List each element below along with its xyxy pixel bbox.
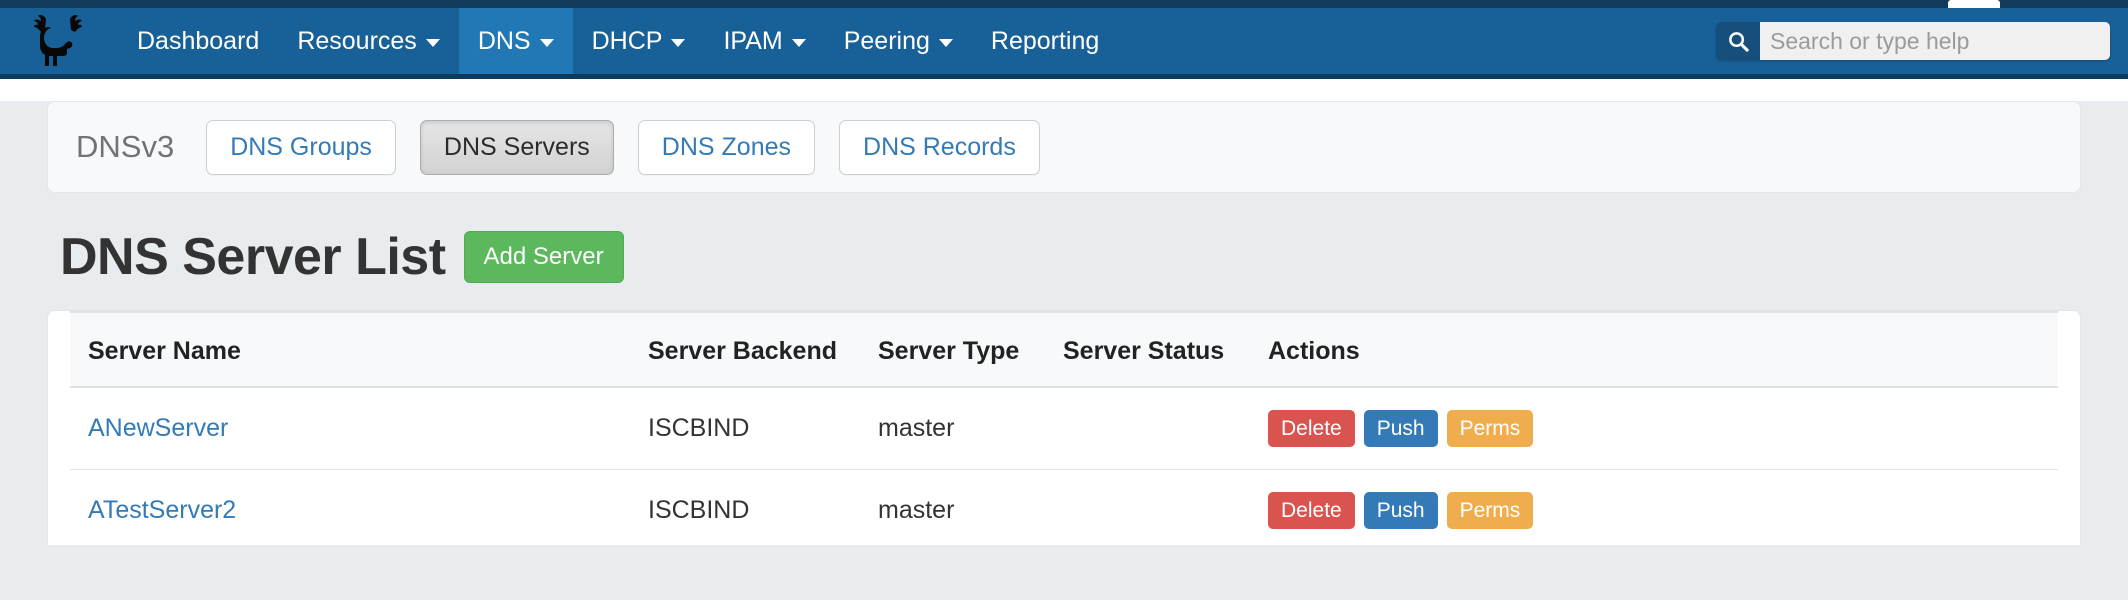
nav-item-resources[interactable]: Resources (278, 8, 459, 74)
cell-server-name: ATestServer2 (70, 469, 648, 545)
column-header-server-type: Server Type (878, 311, 1063, 388)
table-head: Server Name Server Backend Server Type S… (70, 311, 2058, 388)
cell-actions: Delete Push Perms (1268, 469, 2058, 545)
delete-button[interactable]: Delete (1268, 410, 1355, 447)
nav-item-label: Peering (843, 26, 930, 55)
nav-item-label: DNS (477, 26, 531, 55)
column-header-server-name: Server Name (70, 311, 648, 388)
nav-item-label: Reporting (990, 26, 1100, 55)
chevron-down-icon (938, 39, 953, 47)
nav-item-dhcp[interactable]: DHCP (573, 8, 705, 74)
table-row: ATestServer2 ISCBIND master Delete Push … (70, 469, 2058, 545)
cell-server-type: master (878, 469, 1063, 545)
navbar-items: Dashboard Resources DNS DHCP IPAM Peerin… (118, 8, 1118, 74)
chevron-down-icon (791, 39, 806, 47)
server-name-link[interactable]: ATestServer2 (88, 496, 237, 524)
main-navbar: Dashboard Resources DNS DHCP IPAM Peerin… (0, 8, 2128, 79)
server-table-card: Server Name Server Backend Server Type S… (47, 310, 2081, 545)
delete-button[interactable]: Delete (1268, 492, 1355, 529)
search-input[interactable] (1760, 22, 2110, 60)
search-box (1716, 22, 2110, 60)
nav-item-reporting[interactable]: Reporting (972, 8, 1118, 74)
cell-server-status (1063, 469, 1268, 545)
tab-dns-zones[interactable]: DNS Zones (637, 119, 816, 175)
cell-server-backend: ISCBIND (648, 469, 878, 545)
cell-actions: Delete Push Perms (1268, 387, 2058, 470)
page-title: DNS Server List (60, 228, 446, 286)
nav-item-dashboard[interactable]: Dashboard (118, 8, 278, 74)
server-name-link[interactable]: ANewServer (88, 414, 229, 442)
module-title: DNSv3 (76, 129, 175, 164)
push-button[interactable]: Push (1363, 492, 1438, 529)
column-header-server-backend: Server Backend (648, 311, 878, 388)
nav-item-ipam[interactable]: IPAM (704, 8, 824, 74)
chevron-down-icon (425, 39, 440, 47)
row-actions: Delete Push Perms (1268, 492, 2058, 529)
module-tab-card: DNSv3 DNS Groups DNS Servers DNS Zones D… (47, 101, 2081, 193)
nav-item-peering[interactable]: Peering (825, 8, 972, 74)
dns-server-table: Server Name Server Backend Server Type S… (70, 311, 2058, 545)
tab-dns-records[interactable]: DNS Records (839, 119, 1040, 175)
add-server-button[interactable]: Add Server (463, 231, 624, 283)
tab-dns-groups[interactable]: DNS Groups (206, 119, 396, 175)
chevron-down-icon (539, 39, 554, 47)
table-row: ANewServer ISCBIND master Delete Push Pe… (70, 387, 2058, 470)
page-body: DNSv3 DNS Groups DNS Servers DNS Zones D… (0, 101, 2128, 600)
chevron-down-icon (671, 39, 686, 47)
browser-chrome-strip (0, 0, 2128, 8)
cell-server-type: master (878, 387, 1063, 470)
nav-item-label: DHCP (591, 26, 663, 55)
column-header-actions: Actions (1268, 311, 2058, 388)
nav-item-dns[interactable]: DNS (458, 8, 573, 74)
perms-button[interactable]: Perms (1446, 410, 1534, 447)
perms-button[interactable]: Perms (1446, 492, 1534, 529)
nav-item-label: IPAM (723, 26, 783, 55)
table-header-row: Server Name Server Backend Server Type S… (70, 311, 2058, 388)
row-actions: Delete Push Perms (1268, 410, 2058, 447)
nav-item-label: Resources (297, 26, 417, 55)
cell-server-name: ANewServer (70, 387, 648, 470)
tab-dns-servers[interactable]: DNS Servers (419, 119, 614, 175)
cell-server-status (1063, 387, 1268, 470)
push-button[interactable]: Push (1363, 410, 1438, 447)
cell-server-backend: ISCBIND (648, 387, 878, 470)
table-body: ANewServer ISCBIND master Delete Push Pe… (70, 387, 2058, 545)
nav-item-label: Dashboard (137, 26, 260, 55)
browser-tab-stub (1948, 0, 2000, 8)
moose-logo-icon[interactable] (0, 8, 118, 74)
page-header: DNS Server List Add Server (60, 227, 2128, 287)
column-header-server-status: Server Status (1063, 311, 1268, 388)
search-icon[interactable] (1716, 22, 1760, 60)
